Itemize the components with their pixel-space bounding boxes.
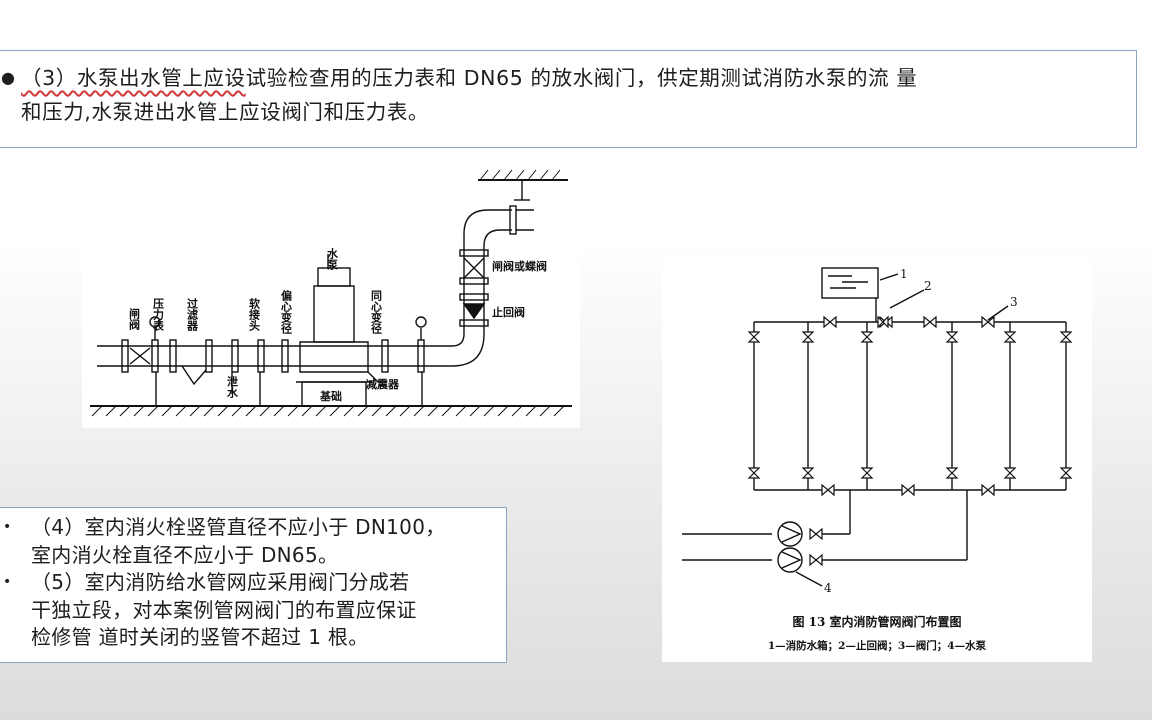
label-soft-joint: 软接头	[248, 297, 261, 332]
label-foundation: 基础	[319, 389, 342, 403]
pump-piping-diagram: 闸阀 压力表 过滤器 软接头 偏心变径 水泵 同心变径 泄水 基础 减震器 闸阀…	[82, 158, 580, 428]
label-concentric-reducer: 同心变径	[370, 290, 383, 335]
label-gate-or-butterfly-valve: 闸阀或蝶阀	[492, 259, 547, 273]
text-box-hydrant-requirements: • （4）室内消火栓竖管直径不应小于 DN100， 室内消火栓直径不应小于 DN…	[0, 507, 507, 663]
diagram-caption: 图 13 室内消防管网阀门布置图	[792, 614, 961, 629]
bullet-item-3: ● （3）水泵出水管上应设试验检查用的压力表和 DN65 的放水阀门，供定期测试…	[1, 61, 1126, 95]
diagram-legend: 1—消防水箱；2—止回阀；3—阀门；4—水泵	[768, 639, 987, 652]
label-filter: 过滤器	[186, 297, 200, 332]
item-5-line-2: 干独立段，对本案例管网阀门的布置应保证	[31, 597, 417, 622]
label-gate-valve: 闸阀	[128, 307, 141, 331]
valve-layout-diagram: 1 2 3 4 图 13 室内消防管网阀门布置图 1—消防水箱；2—止回阀；3—…	[662, 260, 1092, 662]
item-4-line-2: 室内消火栓直径不应小于 DN65。	[31, 542, 339, 567]
valve-diagram-svg: 1 2 3 4 图 13 室内消防管网阀门布置图 1—消防水箱；2—止回阀；3—…	[682, 267, 1073, 652]
label-pump: 水泵	[326, 247, 339, 271]
underlined-text: （3）水泵出水管上应设	[21, 66, 246, 90]
bullet-dot: •	[3, 574, 12, 590]
bullet-dot: ●	[1, 68, 16, 87]
callout-1: 1	[900, 267, 908, 281]
callout-3: 3	[1010, 295, 1018, 309]
label-damper: 减震器	[366, 377, 400, 391]
label-pressure-gauge: 压力表	[152, 297, 166, 332]
text-box-pump-requirements: ● （3）水泵出水管上应设试验检查用的压力表和 DN65 的放水阀门，供定期测试…	[0, 50, 1137, 148]
label-eccentric-reducer: 偏心变径	[280, 289, 293, 335]
item-5-line-3: 检修管 道时关闭的竖管不超过 1 根。	[31, 625, 369, 649]
pump-diagram-svg: 闸阀 压力表 过滤器 软接头 偏心变径 水泵 同心变径 泄水 基础 减震器 闸阀…	[90, 169, 572, 417]
bullet-item-4: • （4）室内消火栓竖管直径不应小于 DN100， 室内消火栓直径不应小于 DN…	[3, 514, 498, 569]
bullet-item-5: • （5）室内消防给水管网应采用阀门分成若 干独立段，对本案例管网阀门的布置应保…	[3, 569, 498, 652]
label-check-valve: 止回阀	[492, 305, 525, 319]
callout-4: 4	[824, 581, 832, 595]
label-drain: 泄水	[226, 375, 239, 399]
text-line-1: 试验检查用的压力表和 DN65 的放水阀门，供定期测试消防水泵的流 量	[245, 66, 918, 90]
text-line-2: 和压力,水泵进出水管上应设阀门和压力表。	[21, 100, 430, 124]
item-4-line-1: （4）室内消火栓竖管直径不应小于 DN100，	[31, 515, 446, 539]
item-5-line-1: （5）室内消防给水管网应采用阀门分成若	[31, 570, 410, 594]
bullet-dot: •	[3, 519, 12, 535]
callout-2: 2	[924, 279, 932, 293]
